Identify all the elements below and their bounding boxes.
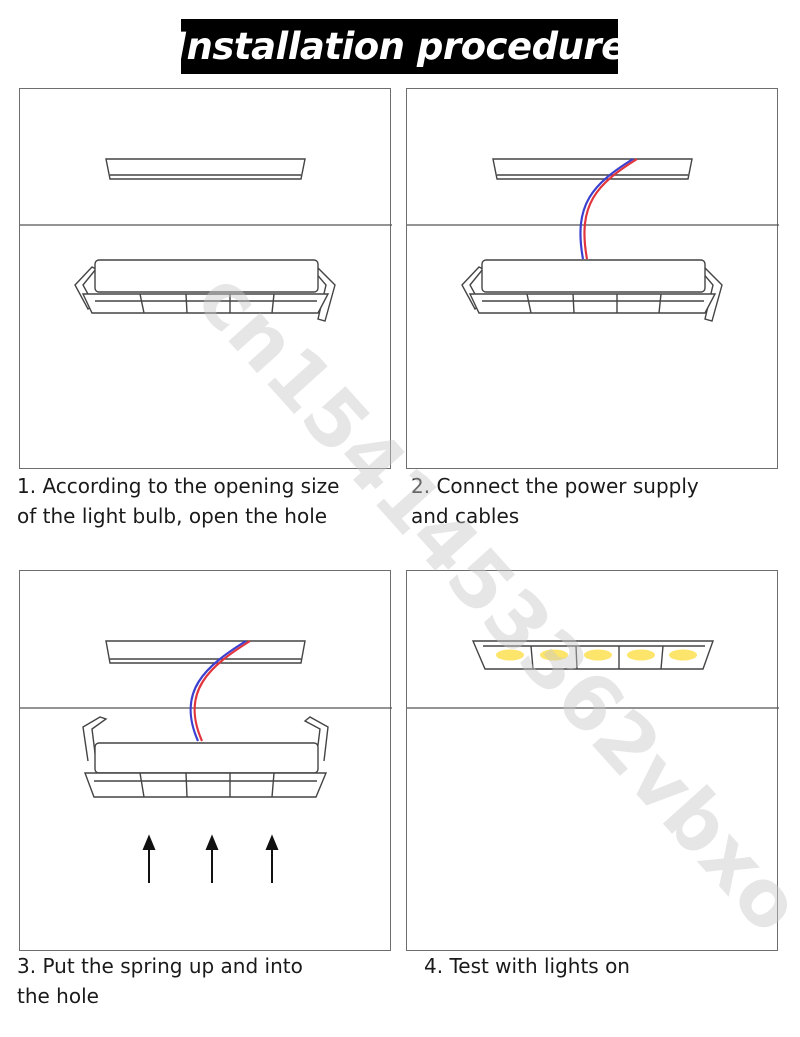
light-fixture — [74, 259, 336, 322]
arrow-up-icon — [142, 834, 279, 883]
caption-line: the hole — [17, 984, 99, 1008]
caption-line: and cables — [411, 504, 520, 528]
step-4-caption: 4. Test with lights on — [424, 951, 630, 981]
lit-light-fixture — [471, 640, 714, 670]
caption-line: 1. According to the opening size — [17, 474, 340, 498]
light-fixture — [461, 259, 723, 322]
ceiling-cutout — [105, 640, 306, 664]
power-cable — [189, 640, 251, 742]
step-2-caption: 2. Connect the power supply and cables — [411, 471, 699, 531]
ceiling-cutout — [105, 158, 306, 180]
page-title: Installation procedure — [173, 19, 626, 74]
step-1-illustration — [19, 88, 392, 469]
step-3-caption: 3. Put the spring up and into the hole — [17, 951, 303, 1011]
caption-line: 3. Put the spring up and into — [17, 954, 303, 978]
caption-line: of the light bulb, open the hole — [17, 504, 328, 528]
light-fixture — [82, 716, 329, 798]
step-1-caption: 1. According to the opening size of the … — [17, 471, 339, 531]
step-3-illustration — [19, 570, 392, 951]
step-2-illustration — [406, 88, 779, 469]
caption-line: 4. Test with lights on — [424, 954, 630, 978]
caption-line: 2. Connect the power supply — [411, 474, 699, 498]
ceiling-cutout — [492, 158, 693, 180]
power-cable — [579, 158, 638, 260]
step-4-illustration — [406, 570, 779, 951]
